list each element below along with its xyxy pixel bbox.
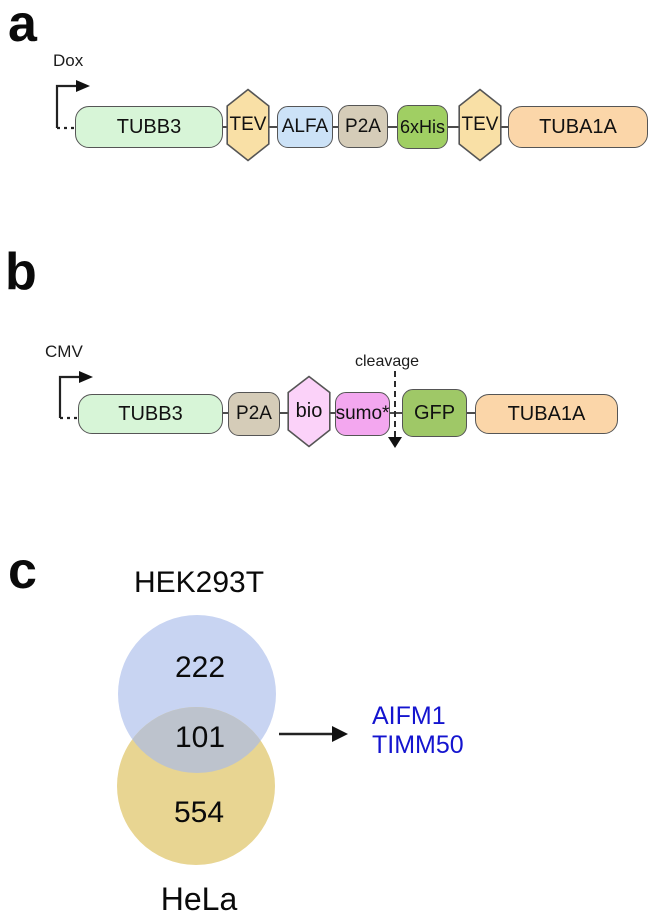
cleavage-arrow-icon	[388, 437, 402, 448]
promoter-arrow-icon	[58, 371, 93, 420]
construct-element-6xhis: 6xHis	[397, 105, 448, 149]
construct-element-sumo: sumo*	[335, 392, 390, 436]
promoter-cmv-label: CMV	[45, 342, 83, 361]
gene-label: TUBB3	[116, 115, 182, 138]
cleavage-label: cleavage	[355, 353, 420, 370]
venn-diagram	[117, 615, 276, 865]
hit-gene-timm50: TIMM50	[372, 731, 464, 759]
hexagon-shape-icon	[287, 375, 331, 448]
construct-element-tubb3: TUBB3	[78, 394, 223, 434]
venn-bottom-set-label: HeLa	[160, 881, 238, 917]
venn-top-count: 222	[174, 651, 226, 684]
construct-element-bio: bio	[287, 375, 331, 448]
gene-label: TEV	[461, 114, 499, 135]
gene-label: GFP	[413, 401, 456, 424]
gene-label: TEV	[229, 114, 267, 135]
construct-element-tubb3: TUBB3	[75, 106, 223, 148]
panel-b-label: b	[5, 243, 37, 301]
gene-label: 6xHis	[399, 116, 445, 137]
arrow-icon	[279, 726, 348, 742]
gene-label: TUBA1A	[539, 115, 617, 138]
gene-label: bio	[295, 400, 323, 422]
promoter-arrow-icon	[55, 80, 90, 130]
venn-top-set-label: HEK293T	[133, 566, 265, 599]
venn-overlap-count: 101	[174, 721, 226, 754]
gene-label: P2A	[345, 115, 381, 137]
construct-element-gfp: GFP	[402, 389, 467, 437]
construct-element-tuba1a: TUBA1A	[475, 394, 618, 434]
construct-element-tuba1a: TUBA1A	[508, 106, 648, 148]
venn-hit-genes: AIFM1 TIMM50	[372, 702, 464, 760]
gene-label: TUBA1A	[507, 402, 586, 425]
venn-overlap-region	[118, 707, 275, 773]
gene-label: sumo*	[335, 403, 390, 424]
venn-bottom-count: 554	[173, 796, 225, 829]
construct-element-p2a: P2A	[338, 105, 388, 148]
promoter-dox-label: Dox	[53, 51, 84, 70]
gene-label: P2A	[236, 403, 272, 424]
panel-a-label: a	[8, 0, 37, 53]
gene-label: ALFA	[281, 116, 329, 137]
panel-c-label: c	[8, 542, 37, 600]
construct-element-tev-1: TEV	[226, 88, 270, 162]
hit-gene-aifm1: AIFM1	[372, 702, 446, 730]
gene-label: TUBB3	[118, 402, 183, 425]
construct-element-p2a: P2A	[228, 392, 280, 436]
cleavage-dashed-line	[394, 371, 396, 437]
construct-element-alfa: ALFA	[277, 106, 333, 148]
hexagon-shape-icon	[458, 88, 502, 162]
hexagon-shape-icon	[226, 88, 270, 162]
construct-element-tev-2: TEV	[458, 88, 502, 162]
